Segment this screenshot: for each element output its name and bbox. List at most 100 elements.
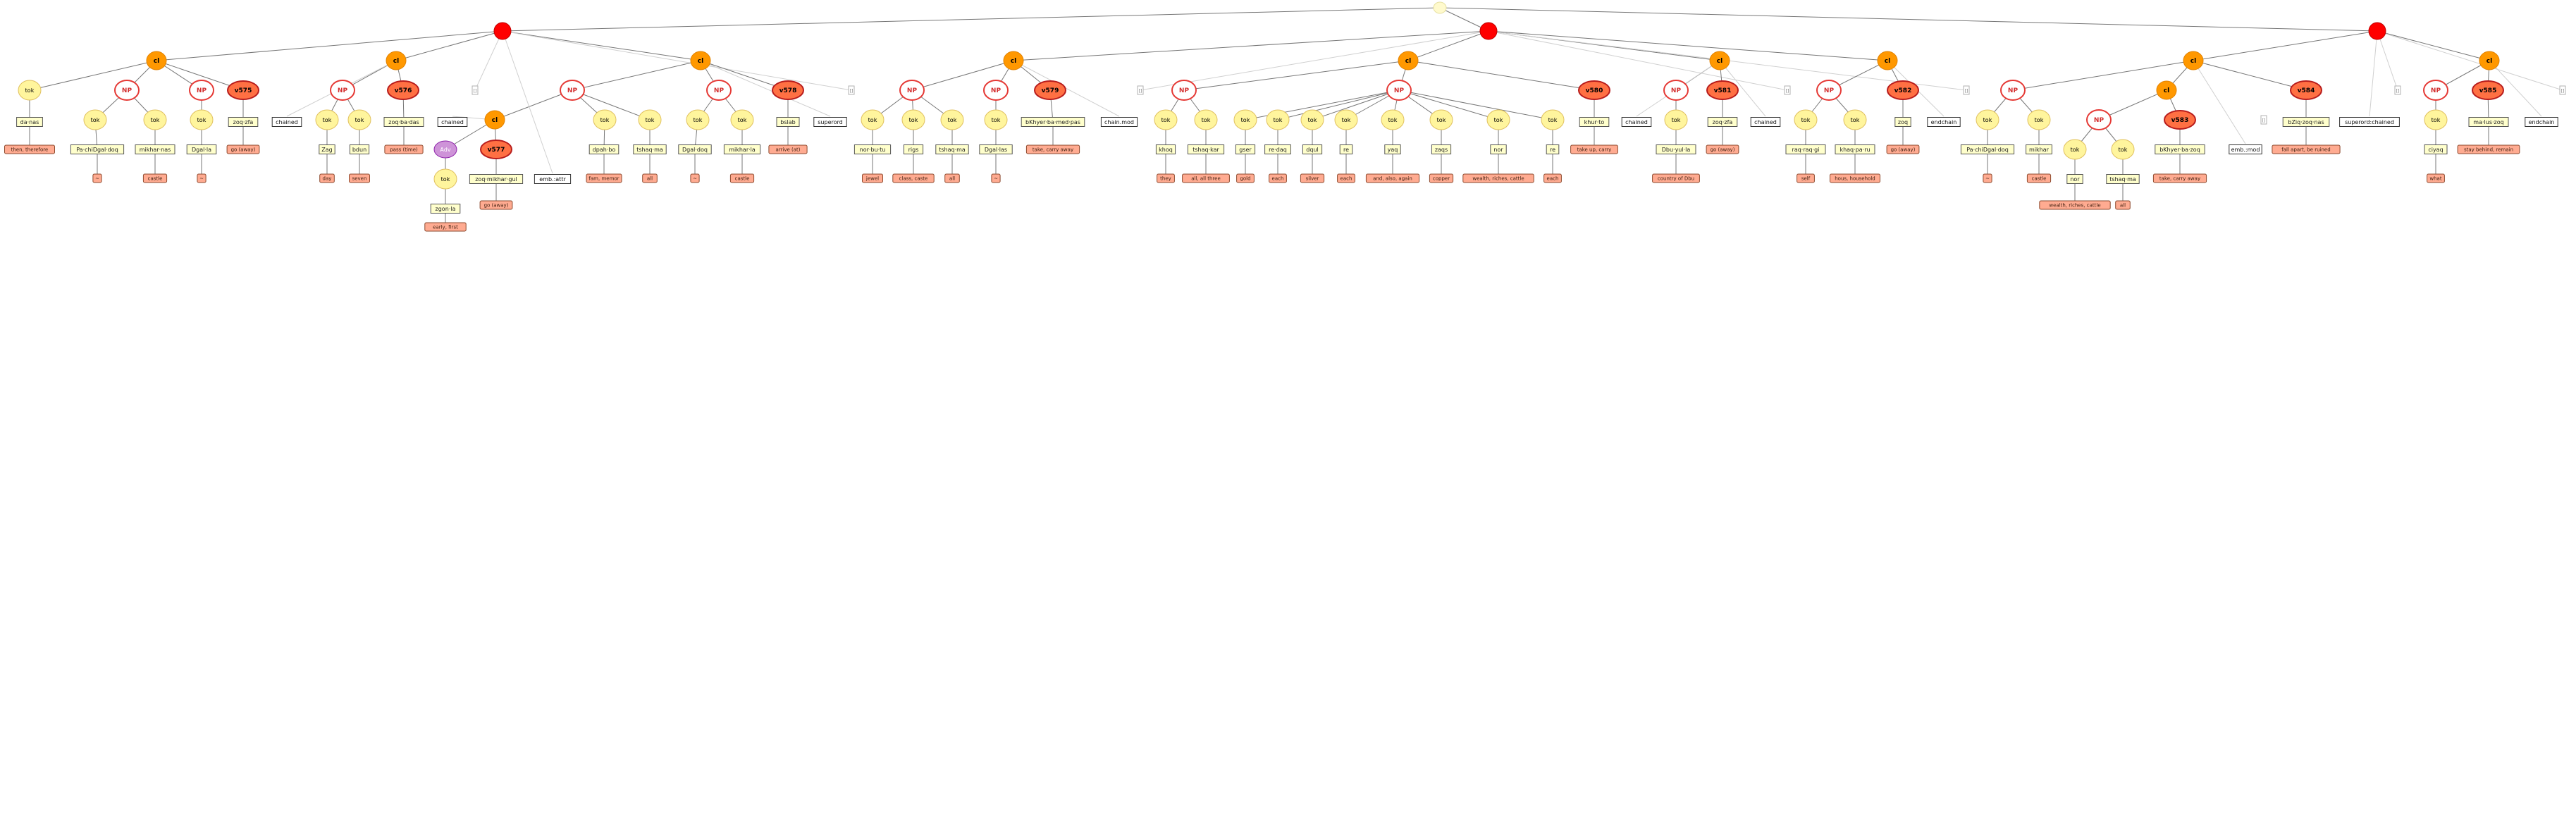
relation-label-box[interactable]: emb.:attr (534, 174, 572, 184)
gloss-box[interactable]: what (2427, 173, 2445, 183)
word-box[interactable]: zoq·ba·das (383, 117, 424, 127)
node-np[interactable]: NP (983, 80, 1009, 101)
relation-label-box[interactable]: endchain (2525, 117, 2558, 127)
node-tok[interactable]: tok (1154, 109, 1178, 130)
word-box[interactable]: zaqs (1431, 144, 1452, 154)
node-verb[interactable]: v584 (2290, 80, 2322, 100)
node-verb[interactable]: v582 (1887, 80, 1919, 100)
gloss-box[interactable]: each (1269, 173, 1287, 183)
word-box[interactable]: zoq·zfa (228, 117, 259, 127)
node-tok[interactable]: tok (730, 109, 754, 130)
node-tiny[interactable]: [] (2260, 115, 2267, 125)
word-box[interactable]: nor (1490, 144, 1507, 154)
gloss-box[interactable]: castle (2026, 173, 2052, 183)
word-box[interactable]: Dgal·doq (678, 144, 712, 154)
gloss-box[interactable]: go (away) (1886, 144, 1920, 154)
gloss-box[interactable]: fall apart, be ruined (2272, 144, 2341, 154)
node-tok[interactable]: tok (83, 109, 107, 130)
gloss-box[interactable]: go (away) (479, 200, 513, 210)
node-tiny[interactable]: [] (1784, 85, 1791, 95)
node-np[interactable]: NP (1663, 80, 1689, 101)
gloss-box[interactable]: seven (349, 173, 370, 183)
node-verb[interactable]: v578 (772, 80, 804, 100)
node-tok[interactable]: tok (1976, 109, 1999, 130)
node-np[interactable]: NP (560, 80, 585, 101)
gloss-box[interactable]: stay behind, remain (2457, 144, 2520, 154)
relation-label-box[interactable]: chained (1750, 117, 1781, 127)
gloss-box[interactable]: go (away) (226, 144, 260, 154)
word-box[interactable]: yaq (1384, 144, 1401, 154)
gloss-box[interactable]: all, all three (1182, 173, 1230, 183)
word-box[interactable]: re (1339, 144, 1353, 154)
word-box[interactable]: tshaq·ma (633, 144, 667, 154)
node-tok[interactable]: tok (901, 109, 925, 130)
node-tok[interactable]: tok (2424, 109, 2448, 130)
gloss-box[interactable]: ~ (991, 173, 1001, 183)
node-tok[interactable]: tok (686, 109, 710, 130)
relation-label-box[interactable]: endchain (1927, 117, 1961, 127)
word-box[interactable]: khoq (1155, 144, 1176, 154)
gloss-box[interactable]: silver (1300, 173, 1325, 183)
node-verb[interactable]: v576 (387, 80, 419, 100)
node-tok[interactable]: tok (315, 109, 339, 130)
gloss-box[interactable]: take up, carry (1570, 144, 1618, 154)
relation-label-box[interactable]: superord (813, 117, 847, 127)
node-np[interactable]: NP (2086, 109, 2112, 130)
node-np[interactable]: NP (114, 80, 140, 101)
gloss-box[interactable]: wealth, riches, cattle (1462, 173, 1534, 183)
word-box[interactable]: re (1546, 144, 1560, 154)
gloss-box[interactable]: country of Dbu (1652, 173, 1700, 183)
node-tok[interactable]: tok (1429, 109, 1453, 130)
gloss-box[interactable]: self (1797, 173, 1815, 183)
node-tok[interactable]: tok (1334, 109, 1358, 130)
node-clause[interactable]: cl (2479, 51, 2500, 70)
gloss-box[interactable]: then, therefore (4, 144, 55, 154)
node-np[interactable]: NP (899, 80, 925, 101)
node-tok[interactable]: tok (1381, 109, 1405, 130)
word-box[interactable]: tshaq·ma (2106, 174, 2140, 184)
node-tok[interactable]: tok (593, 109, 617, 130)
node-tok[interactable]: tok (1300, 109, 1324, 130)
word-box[interactable]: zoq·mikhar·gul (469, 174, 524, 184)
word-box[interactable]: nor·bu·tu (853, 144, 892, 154)
node-tok[interactable]: tok (1194, 109, 1218, 130)
node-verb[interactable]: v575 (227, 80, 259, 100)
gloss-box[interactable]: gold (1236, 173, 1255, 183)
word-box[interactable]: gser (1235, 144, 1256, 154)
word-box[interactable]: Dgal·la (186, 144, 217, 154)
node-tok[interactable]: tok (347, 109, 371, 130)
gloss-box[interactable]: each (1543, 173, 1562, 183)
node-tok[interactable]: tok (1794, 109, 1818, 130)
gloss-box[interactable]: all (642, 173, 658, 183)
gloss-box[interactable]: ~ (197, 173, 207, 183)
word-box[interactable]: raq·raq·gi (1785, 144, 1826, 154)
node-np[interactable]: NP (1816, 80, 1842, 101)
word-box[interactable]: bKhyer·ba·zoq (2155, 144, 2205, 154)
node-np[interactable]: NP (330, 80, 355, 101)
relation-label-box[interactable]: chained (1621, 117, 1652, 127)
node-tok[interactable]: tok (2027, 109, 2051, 130)
word-box[interactable]: bKhyer·ba·med·pas (1021, 117, 1085, 127)
node-sent[interactable] (1479, 22, 1498, 40)
relation-label-box[interactable]: chain.mod (1100, 117, 1138, 127)
word-box[interactable]: dpah·bo (588, 144, 620, 154)
word-box[interactable]: Dbu·yul·la (1656, 144, 1696, 154)
relation-label-box[interactable]: chained (271, 117, 302, 127)
node-tok[interactable]: tok (861, 109, 885, 130)
word-box[interactable]: dqul (1302, 144, 1323, 154)
gloss-box[interactable]: day (319, 173, 335, 183)
node-sent[interactable] (493, 22, 512, 40)
node-tiny[interactable]: [] (1137, 85, 1144, 95)
relation-label-box[interactable]: emb.:mod (2229, 144, 2262, 154)
gloss-box[interactable]: fam, memor (586, 173, 622, 183)
node-clause[interactable]: cl (484, 110, 505, 130)
node-np[interactable]: NP (706, 80, 732, 101)
node-tok[interactable]: tok (433, 168, 457, 190)
node-tok[interactable]: tok (1266, 109, 1290, 130)
word-box[interactable]: tshaq·ma (935, 144, 969, 154)
gloss-box[interactable]: hous, household (1830, 173, 1880, 183)
word-box[interactable]: ciyaq (2424, 144, 2448, 154)
node-tiny[interactable]: [] (472, 85, 479, 95)
gloss-box[interactable]: copper (1429, 173, 1454, 183)
relation-label-box[interactable]: chained (437, 117, 468, 127)
